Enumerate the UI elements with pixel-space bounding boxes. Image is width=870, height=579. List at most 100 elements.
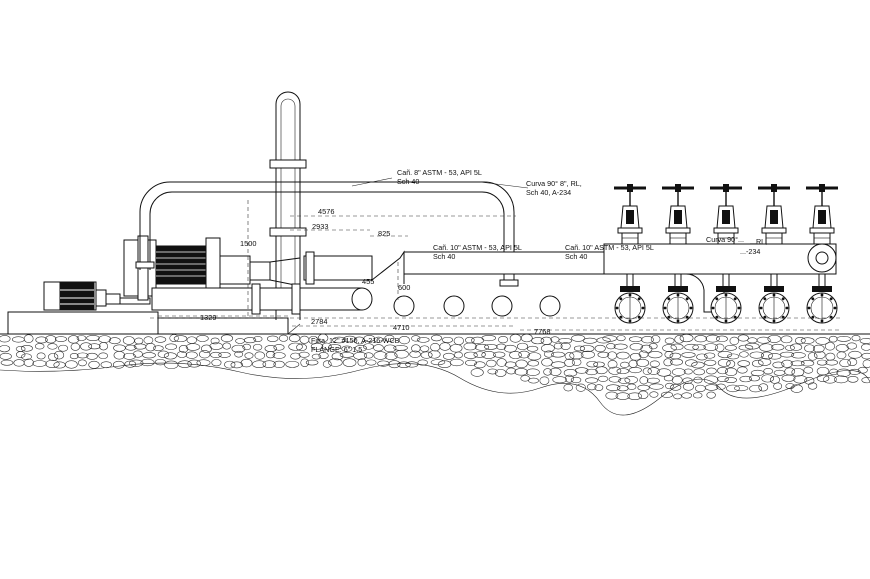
gravel-stone: [594, 344, 606, 353]
gravel-stone: [597, 351, 610, 358]
pipe-sections: [393, 295, 561, 317]
gravel-stone: [211, 359, 222, 367]
gravel-stone: [595, 366, 608, 375]
gravel-stone: [716, 383, 726, 390]
gravel-stone: [77, 359, 87, 367]
gravel-stone: [729, 336, 739, 346]
gravel-stone: [409, 350, 421, 358]
gravel-stone: [196, 359, 211, 367]
gravel-stone: [441, 336, 454, 343]
gravel-stone: [803, 366, 814, 374]
gravel-stone: [133, 343, 147, 350]
gravel-stone: [804, 377, 815, 385]
gravel-stone: [564, 374, 575, 383]
gravel-stone: [88, 343, 101, 350]
gravel-stone: [186, 336, 197, 344]
gravel-stone: [670, 343, 684, 351]
gravel-stone: [453, 336, 464, 346]
dim-2784: 2784: [311, 317, 327, 326]
gravel-stone: [639, 376, 649, 385]
gravel-stone: [125, 344, 137, 351]
gravel-stone: [185, 351, 198, 359]
gravel-stone: [220, 334, 234, 343]
gravel-stone: [53, 350, 65, 360]
callout-header-line2: ...RL,: [750, 237, 767, 246]
gravel-stone: [525, 368, 540, 376]
gravel-stone: [785, 383, 795, 389]
gravel-stone: [173, 335, 188, 343]
gravel-stone: [724, 377, 738, 384]
gravel-stone: [224, 360, 236, 369]
gravel-stone: [541, 358, 553, 367]
gravel-stone: [321, 342, 332, 351]
gravel-stone: [112, 360, 125, 369]
gravel-stone: [540, 344, 555, 353]
gravel-stone: [34, 343, 45, 350]
gravel-stone: [616, 351, 630, 360]
gravel-stone: [272, 352, 286, 359]
gravel-stone: [122, 336, 135, 345]
gravel-stone: [706, 367, 717, 375]
callout-flange-line1: Fitta. 12" #150, A-216-WCB: [311, 336, 400, 345]
gravel-stone: [299, 335, 310, 344]
gravel-stone: [737, 366, 748, 374]
gravel-stone: [790, 360, 805, 367]
gravel-stone: [234, 350, 244, 358]
callout-bottom-flange: Fitta. 12" #150, A-216-WCB FLANGE: 6" 1.…: [311, 336, 400, 354]
gravel-stone: [781, 374, 796, 382]
gravel-stone: [550, 336, 560, 343]
gravel-stone: [620, 361, 630, 368]
gravel-stone: [551, 361, 566, 369]
centrifugal-pump-icon: [123, 235, 301, 301]
gravel-stone: [494, 369, 507, 377]
dimension-lines: [150, 177, 840, 331]
gravel-stone: [790, 384, 803, 393]
gravel-stone: [573, 345, 586, 352]
gravel-stone: [617, 385, 629, 392]
gravel-stone: [616, 368, 630, 374]
gravel-stone: [737, 334, 749, 342]
gravel-stone: [365, 359, 377, 366]
gravel-stone: [539, 376, 550, 385]
gravel-stone: [807, 352, 818, 361]
gravel-stone: [694, 384, 706, 393]
gravel-stone: [210, 337, 220, 345]
gravel-stone: [515, 359, 528, 369]
gravel-stone: [671, 368, 686, 376]
gravel-stone: [397, 361, 411, 368]
gravel-stone: [563, 383, 573, 392]
gravel-stone: [308, 335, 319, 345]
gravel-stone: [420, 351, 433, 359]
gravel-stone: [285, 360, 300, 368]
gravel-stone: [210, 351, 222, 358]
gravel-stone: [763, 368, 774, 375]
gravel-stone: [509, 334, 522, 343]
gravel-stone: [642, 367, 652, 375]
gravel-stone: [716, 376, 729, 382]
gravel-stone: [665, 382, 674, 390]
gravel-stone: [861, 377, 870, 384]
gravel-stone: [663, 375, 674, 382]
gravel-stone: [154, 336, 167, 343]
gravel-stone: [540, 336, 553, 345]
dim-455: 455: [362, 277, 374, 286]
gravel-stone: [143, 336, 154, 345]
gravel-stone: [848, 350, 862, 359]
dim-7768: 7768: [534, 327, 550, 336]
gravel-stone: [298, 351, 310, 358]
gravel-stone: [431, 334, 443, 342]
gravel-stone: [70, 342, 81, 351]
gravel-stone: [265, 351, 276, 359]
gravel-stone: [771, 343, 785, 351]
gravel-stone: [768, 353, 782, 360]
gravel-stone: [328, 358, 343, 367]
gravel-stone: [758, 358, 772, 366]
gravel-stone: [649, 360, 660, 368]
gravel-stone: [54, 336, 67, 342]
gravel-stone: [113, 344, 126, 352]
gravel-stone: [129, 359, 144, 367]
gravel-stone: [527, 345, 539, 352]
gravel-stone: [157, 350, 170, 358]
gravel-stone: [481, 334, 496, 342]
gravel-stone: [373, 344, 384, 352]
